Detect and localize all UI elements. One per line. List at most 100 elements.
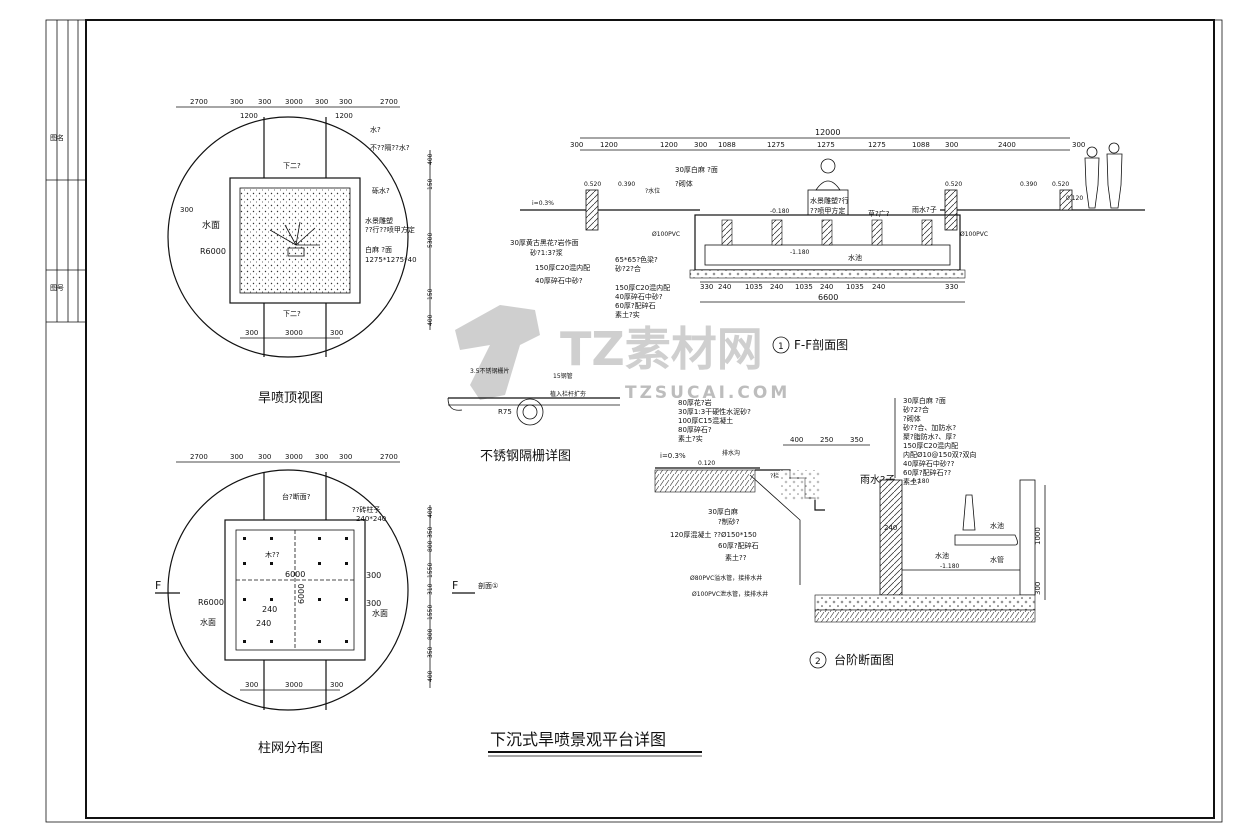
drawing-annotation: 2700 [190, 453, 208, 461]
top-view-plan: 2700 300 300 3000 300 300 2700 1200 1200… [167, 98, 434, 406]
drawing-annotation: 水景雕塑?行 [810, 196, 849, 205]
drawing-annotation: 2700 [380, 98, 398, 106]
railing-detail-title: 不锈钢隔栅详图 [480, 449, 571, 464]
drawing-annotation: Ø80PVC溢水管，接排水井 [690, 574, 762, 582]
drawing-annotation: 0.390 [1020, 181, 1037, 188]
drawing-annotation: 6000 [285, 570, 305, 579]
drawing-annotation: 素土?? [725, 553, 747, 562]
drawing-annotation: 65*65?色梁? [615, 255, 658, 264]
drawing-annotation: 0.520 [584, 181, 601, 188]
drawing-annotation: 水池 [848, 253, 862, 262]
drawing-annotation: 60厚?配碎石 [615, 301, 656, 310]
watermark-logo-icon [455, 305, 540, 400]
drawing-annotation: 350 [427, 646, 434, 658]
drawing-annotation: 1275 [767, 141, 785, 149]
drawing-annotation: -1.180 [790, 249, 810, 256]
drawing-annotation: 1200 [600, 141, 618, 149]
section-ff-piers [721, 219, 933, 246]
drawing-annotation: 植入栏杆扩夯 [550, 390, 586, 398]
drawing-annotation: 2700 [380, 453, 398, 461]
section-ff-labels: 30厚白麻 ?面 ?砌体 ?水位 水景雕塑?行 ??喷甲方定 水池 雨水?子 Ø… [510, 165, 988, 319]
drawing-annotation: 下二? [283, 162, 301, 170]
drawing-annotation: 240 [820, 283, 833, 291]
drawing-annotation: 300 [258, 453, 271, 461]
drawing-annotation: 1200 [240, 112, 258, 120]
drawing-annotation: 30厚白麻 ?面 [903, 396, 946, 405]
drawing-annotation: 水面 [372, 608, 388, 618]
top-view-label-water: 水面 [202, 219, 220, 231]
drawing-annotation: i=0.3% [660, 452, 686, 460]
step-section-notes: 80厚花?岩 30厚1:3干硬性水泥砂? 100厚C15混凝土 80厚碎石? 素… [678, 396, 977, 486]
column-view-top-dims: 2700 300 300 3000 300 300 2700 [190, 453, 398, 461]
column-view-title: 柱网分布图 [258, 741, 323, 756]
drawing-annotation: 80厚碎石? [678, 425, 712, 434]
side-label-number: 图号 [50, 284, 64, 292]
drawing-annotation: Ø100PVC [652, 231, 680, 238]
section-ff: 12000 300 1200 1200 300 1088 1275 1275 1… [510, 128, 1145, 354]
step-section: 80厚花?岩 30厚1:3干硬性水泥砂? 100厚C15混凝土 80厚碎石? 素… [654, 396, 1046, 669]
drawing-annotation: 300 [1034, 582, 1042, 595]
section-ff-title: F-F剖面图 [794, 338, 848, 352]
drawing-annotation: 300 [339, 453, 352, 461]
main-title: 下沉式旱喷景观平台详图 [490, 730, 666, 749]
drawing-annotation: 40厚碎石中砂? [615, 292, 663, 301]
drawing-annotation: 30厚1:3干硬性水泥砂? [678, 407, 751, 416]
drawing-annotation: 3000 [285, 453, 303, 461]
watermark: TZ素材网 TZSUCAI.COM [455, 305, 787, 403]
drawing-annotation: 120厚混凝土 ??Ø150*150 [670, 530, 757, 539]
drawing-annotation: 330 [700, 283, 713, 291]
step-section-number-icon [809, 651, 827, 669]
drawing-annotation: 砂?2?合 [615, 264, 641, 273]
section-ff-number-icon [772, 336, 790, 354]
drawing-annotation: 0.120 [1066, 195, 1083, 202]
drawing-annotation: 5300 [427, 233, 434, 248]
drawing-annotation: 300 [230, 453, 243, 461]
watermark-brand: TZ素材网 [560, 322, 763, 376]
drawing-annotation: 白麻 ?面 [365, 245, 392, 254]
drawing-annotation: 1035 [846, 283, 864, 291]
drawing-annotation: 300 [945, 141, 958, 149]
drawing-annotation: 150厚C20混内配 [903, 441, 958, 450]
drawing-annotation: i=0.3% [532, 200, 554, 207]
drawing-annotation: 800 [427, 628, 434, 640]
column-grid-plan: 2700 300 300 3000 300 300 2700 水面 水 [155, 453, 498, 756]
drawing-annotation: 240 [262, 605, 277, 614]
drawing-annotation: 300 [366, 571, 381, 580]
drawing-annotation: 300 [330, 329, 343, 337]
drawing-annotation: 3000 [285, 681, 303, 689]
drawing-annotation: 1275*1275*40 [365, 256, 417, 264]
drawing-annotation: 砂?1:3?浆 [530, 248, 563, 257]
drawing-annotation: 砂??合、加防水? [903, 423, 956, 432]
drawing-annotation: 1275 [868, 141, 886, 149]
drawing-annotation: 310 [427, 583, 434, 595]
section-ff-bottom-dims: 330 240 1035 240 1035 240 1035 240 330 [700, 283, 958, 291]
drawing-annotation: 水面 [200, 617, 216, 627]
drawing-annotation: 300 [315, 453, 328, 461]
drawing-annotation: 剖面① [478, 581, 498, 590]
drawing-annotation: 300 [230, 98, 243, 106]
drawing-annotation: 0.520 [1052, 181, 1069, 188]
drawing-annotation: 水管 [990, 555, 1004, 564]
drawing-annotation: R75 [498, 408, 512, 416]
drawing-annotation: 30厚白麻 ?面 [675, 165, 718, 174]
drawing-annotation: ??行??喷甲方定 [365, 225, 415, 234]
drawing-annotation: R6000 [198, 598, 224, 607]
side-label-name: 图名 [50, 133, 64, 142]
drawing-annotation: 240 [256, 619, 271, 628]
drawing-annotation: 砂?2?合 [903, 405, 929, 414]
drawing-annotation: 240 [884, 524, 897, 532]
drawing-annotation: 1035 [795, 283, 813, 291]
drawing-annotation: 1200 [335, 112, 353, 120]
drawing-annotation: 350 [427, 526, 434, 538]
drawing-annotation: 400 [427, 153, 434, 165]
drawing-annotation: 1 [778, 342, 784, 352]
drawing-annotation: 素土?实 [615, 310, 640, 319]
drawing-annotation: 60厚?配碎石 [718, 541, 759, 550]
drawing-annotation: 150厚C20混内配 [615, 283, 670, 292]
drawing-annotation: 0.120 [698, 460, 715, 467]
drawing-annotation: 0.390 [618, 181, 635, 188]
drawing-annotation: Ø100PVC [960, 231, 988, 238]
drawing-annotation: 1275 [817, 141, 835, 149]
drawing-annotation: 400 [427, 314, 434, 326]
section-mark-left: F [155, 579, 161, 592]
